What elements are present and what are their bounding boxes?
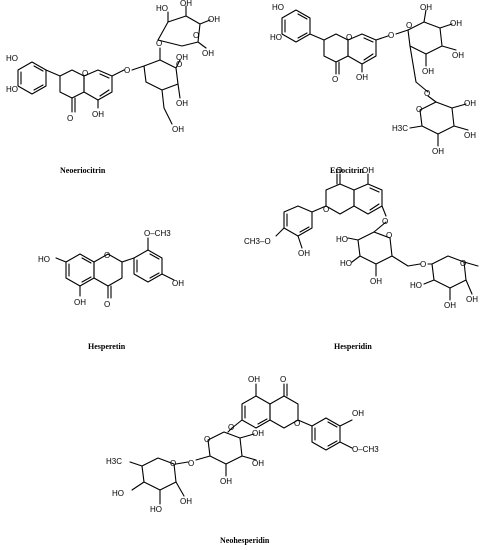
eriocitrin-glycoside-o: O [388, 31, 394, 40]
eriocitrin-oh-5: OH [464, 99, 476, 108]
neoeriocitrin-oh-a: OH [92, 110, 104, 119]
hesperetin-carbonyl-o: O [104, 300, 110, 309]
neoeriocitrin-ho-top-sugar: HO [156, 4, 168, 13]
eriocitrin-rhamnose-ring-o: O [416, 105, 422, 114]
hesperidin-carbonyl-o: O [336, 166, 342, 175]
neoeriocitrin-structure: HO HO O O OH O O O OH OH OH HO OH OH OH … [6, 0, 220, 175]
eriocitrin-methyl: H3C [392, 124, 408, 133]
hesperetin-structure: HO O O OH O–CH3 OH Hesperetin [38, 229, 184, 351]
eriocitrin-ring-o: O [346, 33, 352, 42]
neoeriocitrin-link-o: O [156, 39, 162, 48]
hesperidin-oh-3: OH [370, 277, 382, 286]
eriocitrin-oh-a: OH [356, 73, 368, 82]
neoeriocitrin-oh-2: OH [176, 99, 188, 108]
hesperidin-oh-b: OH [298, 249, 310, 258]
neoeriocitrin-glycoside-o: O [124, 66, 130, 75]
neohesperidin-glycoside-o: O [228, 423, 234, 432]
neohesperidin-oh-6: OH [180, 497, 192, 506]
caption-neoeriocitrin: Neoeriocitrin [60, 166, 106, 175]
hesperetin-methoxy: O–CH3 [144, 229, 171, 238]
caption-eriocitrin: Eriocitrin [330, 166, 364, 175]
neohesperidin-methyl: H3C [106, 457, 122, 466]
neohesperidin-structure: OH O O OH O–CH3 O O OH OH OH O O H3C HO … [106, 375, 379, 545]
neoeriocitrin-ring-o: O [82, 69, 88, 78]
neoeriocitrin-oh-3: OH [172, 125, 184, 134]
hesperetin-ring-o: O [104, 251, 110, 260]
hesperidin-ho-1: HO [336, 235, 348, 244]
eriocitrin-ho-bottom: HO [270, 33, 282, 42]
neoeriocitrin-oh-top-sugar: OH [180, 0, 192, 8]
hesperidin-glucose-ring-o: O [386, 231, 392, 240]
eriocitrin-oh-6: OH [464, 131, 476, 140]
neoeriocitrin-oh-right-sugar: OH [208, 15, 220, 24]
neohesperidin-link-o: O [188, 459, 194, 468]
neohesperidin-oh-1: OH [252, 429, 264, 438]
neohesperidin-methoxy: O–CH3 [352, 445, 379, 454]
eriocitrin-structure: HO HO O O OH O O OH OH OH OH O O OH OH O… [270, 3, 476, 175]
hesperetin-oh-b: OH [172, 279, 184, 288]
neohesperidin-oh-2: OH [252, 459, 264, 468]
eriocitrin-oh-1: OH [420, 3, 432, 12]
neohesperidin-ring-o: O [294, 419, 300, 428]
hesperidin-ho-4: HO [410, 281, 422, 290]
neohesperidin-ho-4: HO [112, 489, 124, 498]
hesperidin-oh-6: OH [466, 295, 478, 304]
hesperidin-oh-a: OH [362, 166, 374, 175]
neohesperidin-oh-b: OH [352, 409, 364, 418]
eriocitrin-oh-7: OH [432, 147, 444, 156]
caption-hesperidin: Hesperidin [334, 342, 372, 351]
neohesperidin-oh-3: OH [220, 477, 232, 486]
eriocitrin-oh-3: OH [452, 51, 464, 60]
neohesperidin-oh-a: OH [248, 375, 260, 384]
neoeriocitrin-sugar-ring-o: O [176, 60, 182, 69]
eriocitrin-link-o: O [424, 89, 430, 98]
eriocitrin-carbonyl-o: O [332, 75, 338, 84]
neoeriocitrin-ho-bottom: HO [6, 85, 18, 94]
neoeriocitrin-top-sugar-ring-o: O [193, 31, 199, 40]
hesperidin-rhamnose-ring-o: O [460, 259, 466, 268]
eriocitrin-oh-2: OH [450, 19, 462, 28]
hesperetin-ho: HO [38, 255, 50, 264]
neoeriocitrin-oh-1: OH [176, 53, 188, 62]
eriocitrin-ho-top: HO [272, 3, 284, 12]
hesperidin-glycoside-o: O [382, 217, 388, 226]
hesperidin-ring-o: O [323, 205, 329, 214]
neoeriocitrin-carbonyl-o: O [67, 114, 73, 123]
neoeriocitrin-ho-top: HO [6, 54, 18, 63]
caption-neohesperidin: Neohesperidin [220, 536, 270, 545]
eriocitrin-glucose-ring-o: O [406, 21, 412, 30]
hesperidin-methoxy: CH3–O [244, 237, 271, 246]
neoeriocitrin-oh-bottom-sugar: OH [202, 49, 214, 58]
caption-hesperetin: Hesperetin [88, 342, 126, 351]
hesperidin-structure: O OH O O CH3–O OH O HO HO OH O O HO OH O… [244, 166, 479, 351]
neohesperidin-rhamnose-ring-o: O [170, 459, 176, 468]
hesperidin-ho-2: HO [340, 259, 352, 268]
hesperidin-oh-5: OH [444, 301, 456, 310]
neohesperidin-glucose-ring-o: O [204, 435, 210, 444]
neohesperidin-carbonyl-o: O [280, 375, 286, 384]
hesperidin-link-o: O [420, 260, 426, 269]
eriocitrin-oh-4: OH [422, 67, 434, 76]
neohesperidin-ho-5: HO [150, 505, 162, 514]
hesperetin-oh-a: OH [74, 298, 86, 307]
